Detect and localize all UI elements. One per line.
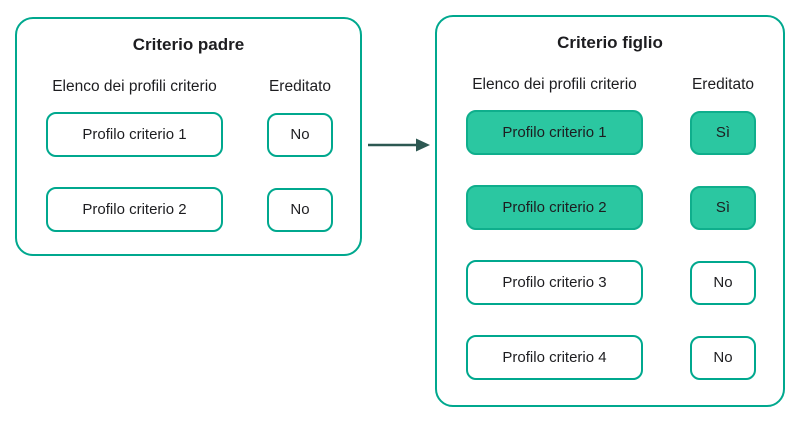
child-criterion-panel: Criterio figlio Elenco dei profili crite… [435, 15, 785, 407]
profile-box: Profilo criterio 4 [466, 335, 643, 380]
table-row: Profilo criterio 4 No [437, 335, 783, 380]
inherited-column-header: Ereditato [691, 76, 755, 93]
table-row: Profilo criterio 1 No [17, 112, 360, 157]
profile-box: Profilo criterio 3 [466, 260, 643, 305]
profile-box: Profilo criterio 1 [46, 112, 223, 157]
table-row: Profilo criterio 1 Sì [437, 110, 783, 155]
inherited-badge: No [267, 112, 333, 157]
inherited-badge: Sì [690, 185, 756, 230]
profile-box: Profilo criterio 1 [466, 110, 643, 155]
column-headers: Elenco dei profili criterio Ereditato [17, 78, 360, 96]
table-row: Profilo criterio 2 Sì [437, 185, 783, 230]
inherited-column-header: Ereditato [268, 78, 332, 95]
panel-title: Criterio padre [132, 35, 245, 54]
profile-box: Profilo criterio 2 [466, 185, 643, 230]
panel-title: Criterio figlio [557, 33, 663, 52]
column-headers: Elenco dei profili criterio Ereditato [437, 76, 783, 94]
inherited-badge: No [267, 187, 333, 232]
profile-box: Profilo criterio 2 [46, 187, 223, 232]
parent-criterion-panel: Criterio padre Elenco dei profili criter… [15, 17, 362, 256]
table-row: Profilo criterio 3 No [437, 260, 783, 305]
inherited-badge: Sì [690, 110, 756, 155]
profiles-column-header: Elenco dei profili criterio [52, 78, 217, 95]
flow-arrow-icon [368, 138, 430, 152]
inherited-badge: No [690, 335, 756, 380]
table-row: Profilo criterio 2 No [17, 187, 360, 232]
inherited-badge: No [690, 260, 756, 305]
profiles-column-header: Elenco dei profili criterio [472, 76, 637, 93]
